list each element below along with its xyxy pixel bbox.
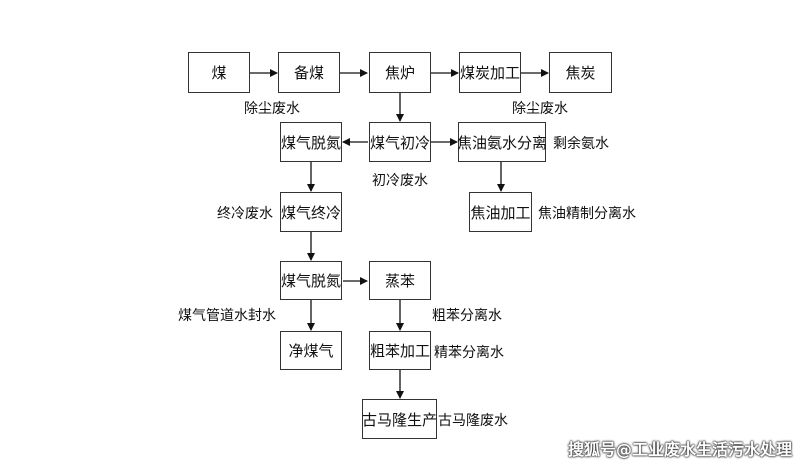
watermark: 搜狐号@工业废水生活污水处理: [567, 440, 792, 459]
label-primary-cool-water: 初冷废水: [372, 173, 428, 189]
node-coke: 焦炭: [549, 52, 612, 93]
label-gas-pipe-seal-water: 煤气管道水封水: [178, 308, 276, 324]
node-tar-ammonia-sep: 焦油氨水分离: [457, 122, 547, 162]
node-coumarone-prod: 古马隆生产: [362, 399, 437, 439]
label-tar-refine-water: 焦油精制分离水: [538, 206, 636, 222]
node-coal: 煤: [188, 52, 250, 93]
node-coke-oven: 焦炉: [369, 52, 431, 93]
node-distill-benzene: 蒸苯: [369, 261, 431, 300]
node-gas-denitrify-2: 煤气脱氮: [280, 261, 342, 300]
node-gas-final-cool: 煤气终冷: [280, 192, 342, 232]
label-dust-wastewater-2: 除尘废水: [512, 101, 568, 117]
label-refined-benzene-water: 精苯分离水: [434, 345, 504, 361]
node-gas-primary-cool: 煤气初冷: [369, 122, 431, 162]
label-coumarone-water: 古马隆废水: [438, 413, 508, 429]
node-coke-processing: 煤炭加工: [459, 52, 521, 93]
label-final-cool-water: 终冷废水: [217, 206, 273, 222]
label-dust-wastewater-1: 除尘废水: [244, 101, 300, 117]
node-tar-processing: 焦油加工: [469, 192, 532, 232]
node-coal-prep: 备煤: [278, 52, 340, 93]
label-crude-benzene-water: 粗苯分离水: [432, 308, 502, 324]
label-residual-ammonia: 剩余氨水: [553, 136, 609, 152]
node-clean-gas: 净煤气: [280, 331, 342, 370]
node-crude-benzene-proc: 粗苯加工: [369, 331, 431, 370]
node-gas-denitrify-1: 煤气脱氮: [280, 122, 342, 162]
